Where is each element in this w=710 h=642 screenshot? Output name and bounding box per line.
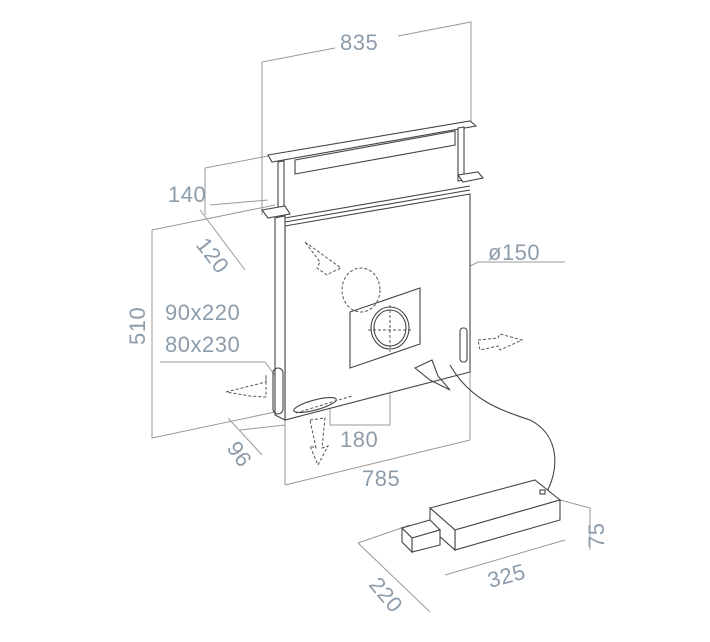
dim-height-top: 140	[168, 182, 206, 207]
side-opening	[272, 367, 284, 415]
motor-unit	[400, 479, 562, 554]
arrow-down-icon	[309, 417, 330, 467]
rear-opening	[459, 327, 468, 363]
dim-motor-height: 75	[584, 523, 609, 548]
dim-motor-depth: 220	[364, 572, 408, 617]
arrow-down-right-icon	[413, 359, 451, 391]
bottom-opening	[293, 396, 337, 414]
dim-motor-length: 325	[485, 559, 528, 593]
dim-width: 835	[340, 30, 378, 55]
arrow-left-icon	[225, 375, 267, 398]
dim-opening-b: 80x230	[165, 332, 240, 357]
dim-depth-bottom: 96	[222, 437, 257, 472]
hood-body	[272, 193, 471, 421]
dim-body-width: 785	[362, 466, 400, 491]
hood-top-bar	[261, 120, 485, 229]
dim-height: 510	[125, 307, 150, 345]
connector	[539, 489, 546, 495]
airflow-arrows	[225, 241, 524, 467]
arrow-up-left-icon	[304, 241, 342, 276]
arrow-right-icon	[477, 333, 524, 351]
dim-duct-diameter: ø150	[488, 240, 540, 265]
dim-opening-a: 90x220	[165, 300, 240, 325]
dimension-lines	[151, 21, 591, 613]
dim-depth-top: 120	[191, 233, 234, 279]
power-cable	[449, 364, 556, 496]
dim-outlet-offset: 180	[340, 427, 378, 452]
duct-plate	[349, 287, 421, 369]
alt-duct-position	[341, 267, 381, 313]
